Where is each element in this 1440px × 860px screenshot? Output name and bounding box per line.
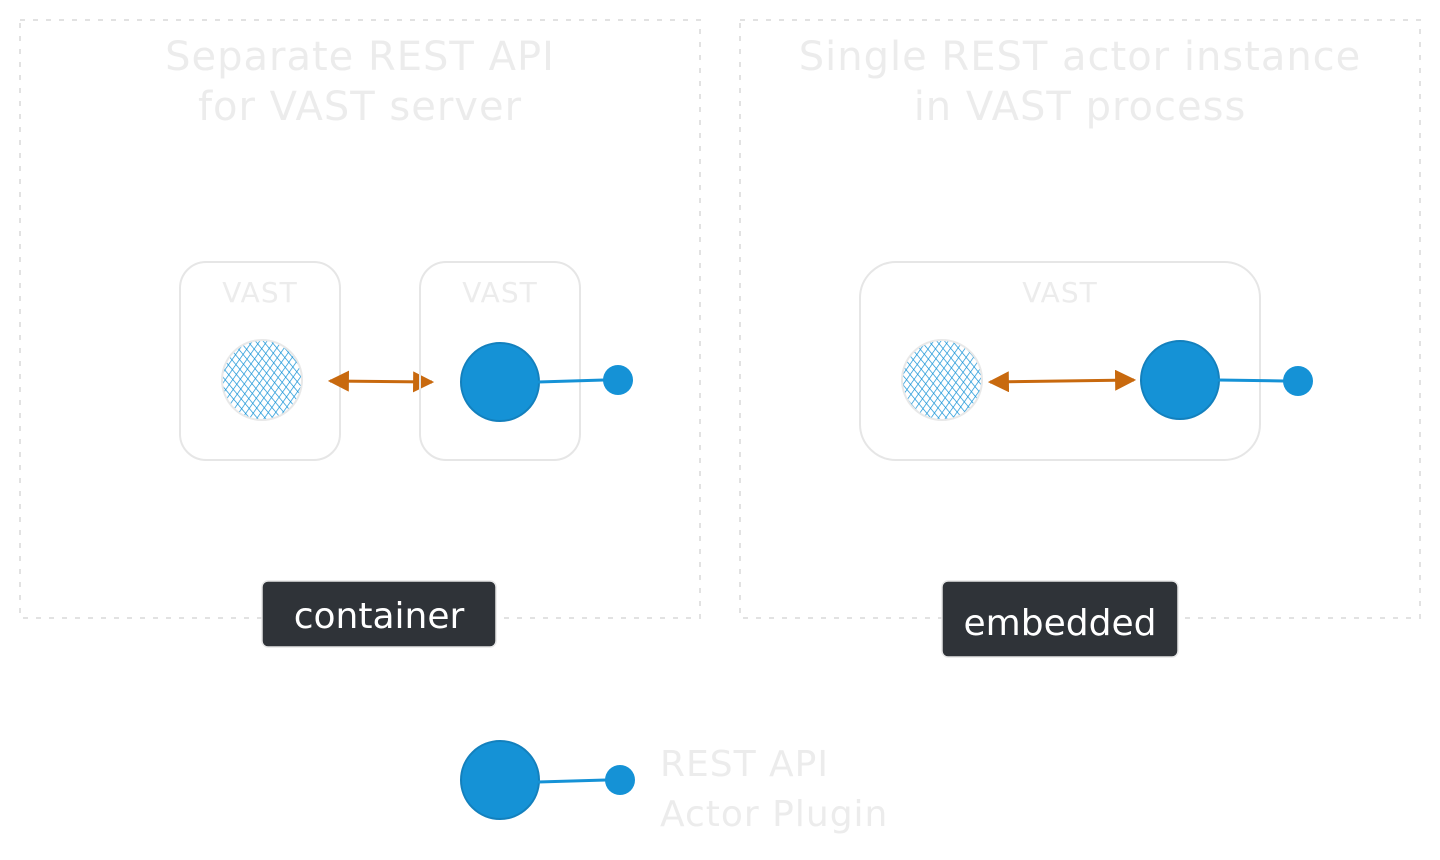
badge-embedded-label: embedded: [964, 603, 1157, 644]
bidirectional-arrow: [327, 370, 435, 393]
hatched-node-icon: [221, 339, 303, 421]
panel-title-line1: Separate REST API: [165, 34, 555, 80]
vast-box-label: VAST: [462, 276, 537, 309]
panel-title-line2: in VAST process: [914, 84, 1247, 130]
legend-label-line1: REST API: [660, 744, 829, 785]
rest-actor-plugin-icon: [460, 740, 635, 820]
vast-box-embedded: VAST: [859, 261, 1313, 461]
panel-embedded: Single REST actor instance in VAST proce…: [739, 19, 1421, 658]
legend: REST API Actor Plugin: [460, 740, 888, 835]
vast-box-rest: VAST: [419, 261, 633, 461]
rest-actor-icon: [460, 342, 633, 422]
bidirectional-arrow: [987, 369, 1137, 393]
panel-title-line1: Single REST actor instance: [799, 34, 1362, 80]
panel-container: Separate REST API for VAST server VAST V…: [19, 19, 701, 648]
vast-box-server: VAST: [179, 261, 341, 461]
vast-box-label: VAST: [1022, 276, 1097, 309]
vast-box-label: VAST: [222, 276, 297, 309]
hatched-node-icon: [901, 339, 983, 421]
legend-label-line2: Actor Plugin: [660, 794, 888, 835]
badge-container: container: [261, 580, 497, 648]
badge-embedded: embedded: [941, 580, 1179, 658]
panel-embedded-frame: [739, 19, 1421, 619]
rest-actor-icon: [1140, 340, 1313, 420]
panel-title-line2: for VAST server: [198, 84, 522, 130]
badge-container-label: container: [294, 596, 465, 637]
panel-container-frame: [19, 19, 701, 619]
